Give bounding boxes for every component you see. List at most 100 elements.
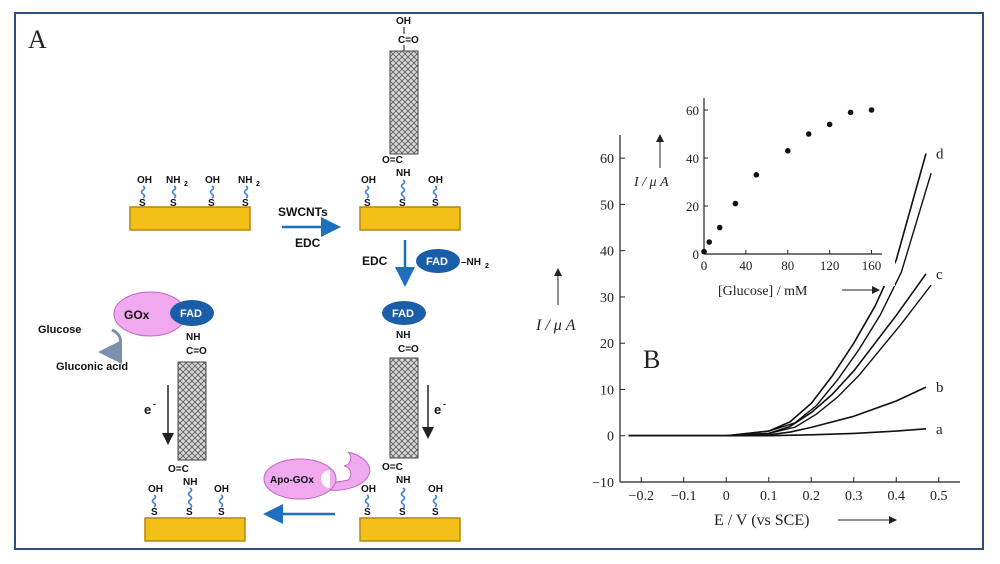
curve-label-a: a <box>936 422 943 438</box>
nh-label: NH <box>396 475 410 486</box>
cnt-oh-label: OH <box>396 16 411 27</box>
oh-label: OH <box>137 175 152 186</box>
gold-electrode <box>359 517 461 542</box>
oh-label: OH <box>214 484 229 495</box>
apo-gox-label: Apo-GOx <box>270 475 314 486</box>
data-point <box>706 239 713 245</box>
plot-b-x-tick-label: 0 <box>723 489 730 504</box>
glucose-label: Glucose <box>38 324 81 336</box>
plot-b-y-tick-label: 30 <box>600 291 614 306</box>
s-label: S <box>364 507 371 518</box>
plot-c-y-tick-label: 40 <box>686 151 699 166</box>
nh2-label: NH <box>238 175 252 186</box>
s-label: S <box>364 198 371 209</box>
carbon-nanotube <box>389 357 419 459</box>
data-point <box>868 107 875 113</box>
s-label: S <box>170 198 177 209</box>
electrode-fad: FAD NH C=O O=C NH OH OH S S S <box>359 301 461 542</box>
nh-label: NH <box>186 332 200 343</box>
alkyl-chain <box>243 185 249 199</box>
s-label: S <box>186 507 193 518</box>
gox-label: GOx <box>124 308 150 322</box>
alkyl-chain <box>140 185 146 199</box>
electron-label: e <box>144 402 151 417</box>
nh-label: NH <box>396 330 410 341</box>
fad-shape <box>170 300 214 326</box>
oh-label: OH <box>428 175 443 186</box>
oh-label: OH <box>148 484 163 495</box>
oh-label: OH <box>205 175 220 186</box>
svg-text:2: 2 <box>256 181 260 188</box>
plot-b-y-tick-label: 10 <box>600 383 614 398</box>
plot-b-y-tick-label: 60 <box>600 152 614 167</box>
plot-b-x-tick-label: 0.2 <box>803 489 821 504</box>
plot-b-y-tick-label: 20 <box>600 337 614 352</box>
oh-label: OH <box>428 484 443 495</box>
gold-electrode <box>359 206 461 231</box>
plot-c-y-tick-label: 0 <box>693 247 700 262</box>
amide-label: O=C <box>168 464 189 475</box>
data-point <box>826 121 833 128</box>
alkyl-chain <box>209 185 215 199</box>
plot-b-y-tick-label: 0 <box>607 430 614 445</box>
s-label: S <box>208 198 215 209</box>
amide-label: O=C <box>382 462 403 473</box>
plot-c-x-tick-label: 160 <box>862 258 882 273</box>
s-label: S <box>432 198 439 209</box>
svg-text:2: 2 <box>184 181 188 188</box>
plot-b-y-tick-label: 50 <box>600 198 614 213</box>
electron-label: e <box>434 402 441 417</box>
oh-label: OH <box>361 175 376 186</box>
carbon-nanotube <box>389 50 419 155</box>
plot-c-x-tick-label: 40 <box>739 258 752 273</box>
inset-background <box>683 90 895 286</box>
data-point <box>732 200 739 207</box>
s-label: S <box>399 507 406 518</box>
plot-c-x-tick-label: 80 <box>781 258 794 273</box>
glucose-oxidation-arrow <box>98 328 123 364</box>
plot-b-x-tick-label: −0.1 <box>671 489 696 504</box>
data-point <box>701 248 707 255</box>
plot-c-x-axis-label: [Glucose] / mM <box>718 284 808 299</box>
amide-label: O=C <box>382 155 403 166</box>
carboxyl-label: C=O <box>398 35 419 46</box>
panel-label-a: A <box>28 25 47 54</box>
svg-text:-: - <box>153 399 156 409</box>
gluconic-acid-label: Gluconic acid <box>56 361 128 373</box>
gold-electrode <box>144 517 246 542</box>
plot-b-x-tick-label: 0.4 <box>888 489 906 504</box>
plot-b-x-tick-label: 0.3 <box>845 489 863 504</box>
plot-b-x-tick-label: 0.5 <box>930 489 948 504</box>
fad-reagent-label: FAD <box>426 256 448 268</box>
nh-label: NH <box>396 168 410 179</box>
curve-label-c: c <box>936 267 943 283</box>
step1-reagent-label: SWCNTs <box>278 205 328 219</box>
step1-coupling-label: EDC <box>295 236 321 250</box>
step2-coupling-label: EDC <box>362 254 388 268</box>
panel-label-b: B <box>643 345 660 374</box>
plot-b-y-tick-label: −10 <box>592 476 614 491</box>
apo-gox-shape <box>263 458 337 500</box>
plot-b-y-axis-label: I / μ A <box>535 317 576 334</box>
carboxyl-label: C=O <box>186 346 207 357</box>
electrode-swcnt: OH C=O O=C NH OH OH S S S <box>359 16 461 231</box>
curve-c-reverse <box>628 284 932 437</box>
plot-b-x-axis-label: E / V (vs SCE) <box>714 512 809 529</box>
svg-text:–NH: –NH <box>461 257 481 268</box>
electrode-gox: GOx FAD NH C=O O=C NH OH OH S S S <box>113 291 246 542</box>
s-label: S <box>242 198 249 209</box>
plot-b-y-tick-label: 40 <box>600 245 614 260</box>
curve-label-b: b <box>936 380 944 396</box>
data-point <box>753 172 760 178</box>
fad-label: FAD <box>392 308 414 320</box>
curve-label-d: d <box>936 147 944 163</box>
data-point <box>784 148 791 154</box>
plot-c-y-tick-label: 60 <box>686 103 699 118</box>
svg-text:-: - <box>443 399 446 409</box>
plot-b-x-tick-label: 0.1 <box>760 489 778 504</box>
s-label: S <box>218 507 225 518</box>
